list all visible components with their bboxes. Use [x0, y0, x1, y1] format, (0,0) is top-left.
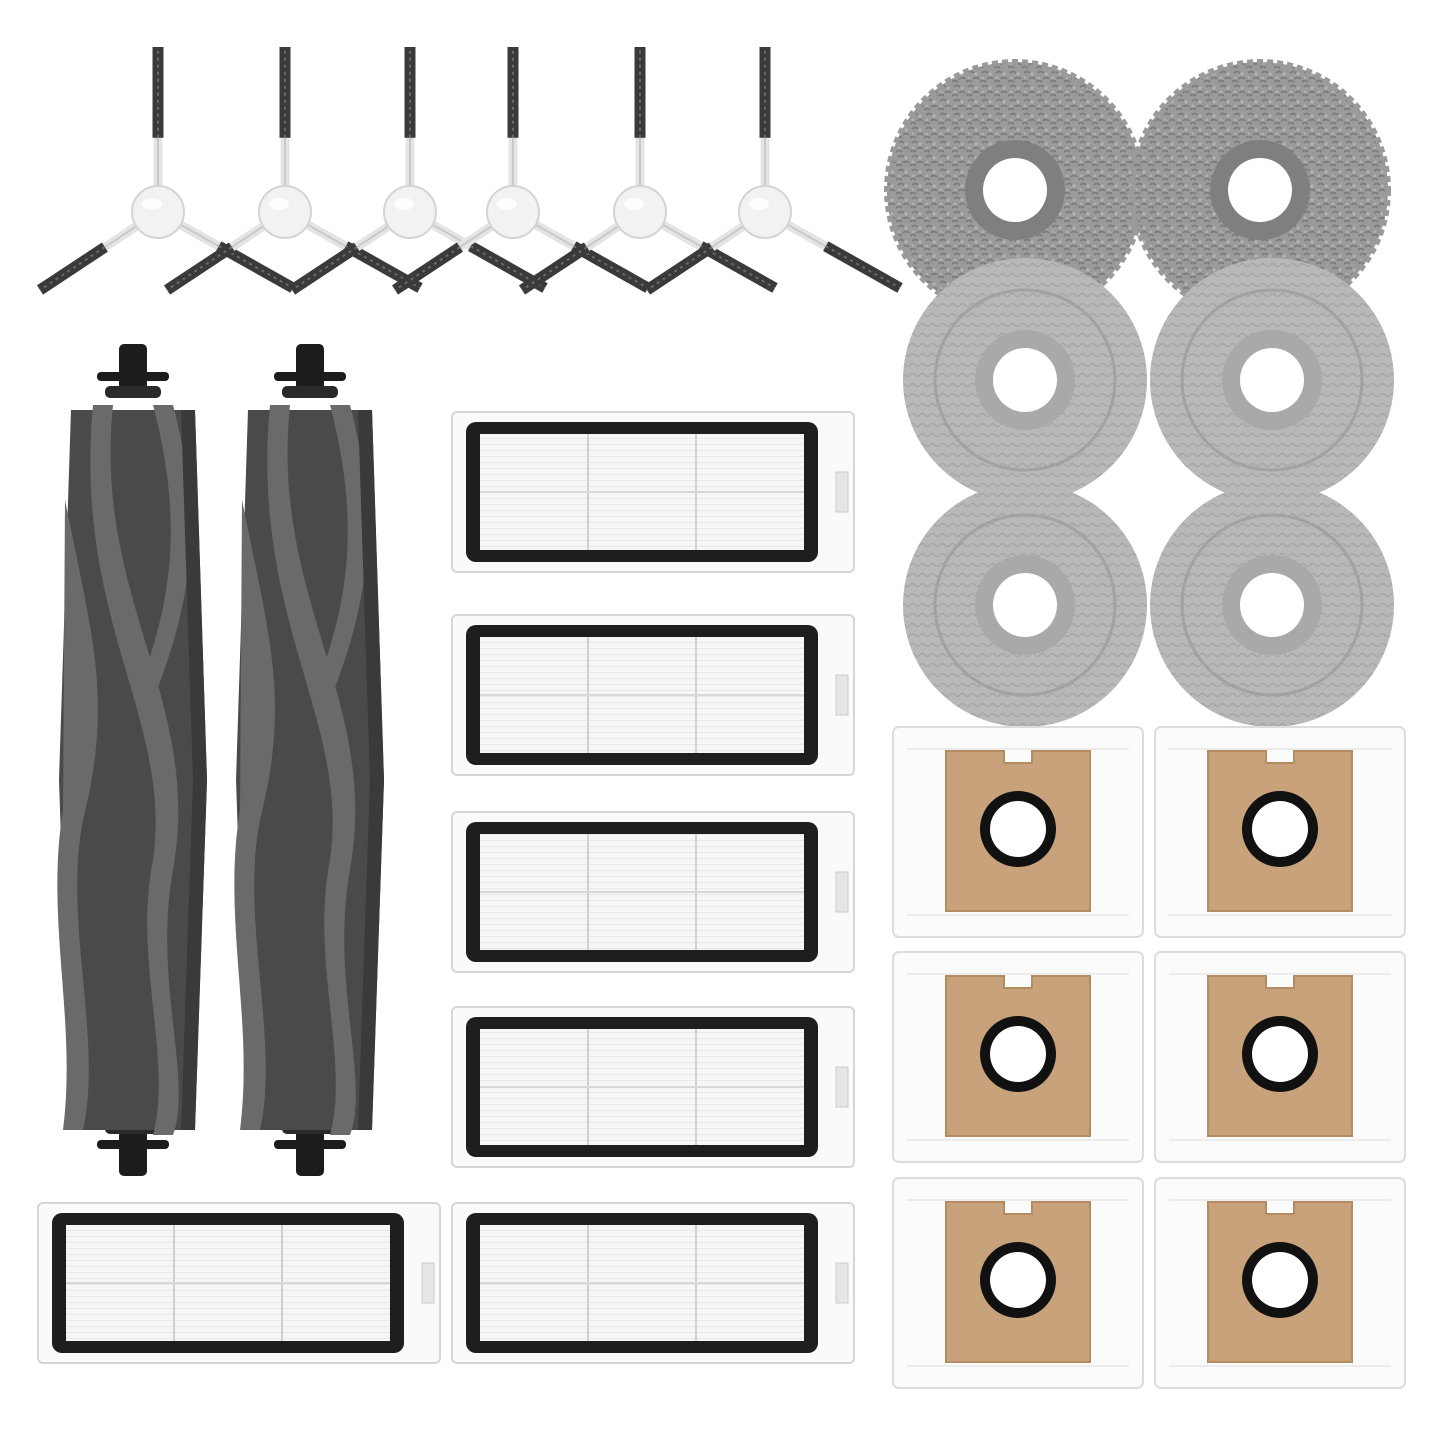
mop-pad [1129, 59, 1391, 321]
main-roller-brush [57, 344, 207, 1176]
hepa-filter [451, 614, 855, 776]
dust-bag-group [892, 726, 1406, 1389]
mop-pad [903, 258, 1147, 502]
main-roller-brush [234, 344, 384, 1176]
side-brush [643, 47, 903, 295]
main-brush-group [57, 344, 384, 1176]
dust-bag [1154, 951, 1406, 1163]
side-brush [288, 47, 548, 295]
mop-pad-group [884, 59, 1394, 727]
mop-pad [903, 483, 1147, 727]
side-brush [36, 47, 296, 295]
side-brush [518, 47, 778, 295]
dust-bag [892, 1177, 1144, 1389]
hepa-filter [37, 1202, 441, 1364]
dust-bag [1154, 726, 1406, 938]
hepa-filter [451, 811, 855, 973]
mop-pad [1150, 483, 1394, 727]
side-brush [163, 47, 423, 295]
mop-pad [1150, 258, 1394, 502]
side-brush [391, 47, 651, 295]
dust-bag [892, 726, 1144, 938]
dust-bag [892, 951, 1144, 1163]
hepa-filter [451, 1202, 855, 1364]
side-brush-group [36, 47, 903, 295]
filter-group [37, 411, 855, 1364]
dust-bag [1154, 1177, 1406, 1389]
hepa-filter [451, 1006, 855, 1168]
hepa-filter [451, 411, 855, 573]
